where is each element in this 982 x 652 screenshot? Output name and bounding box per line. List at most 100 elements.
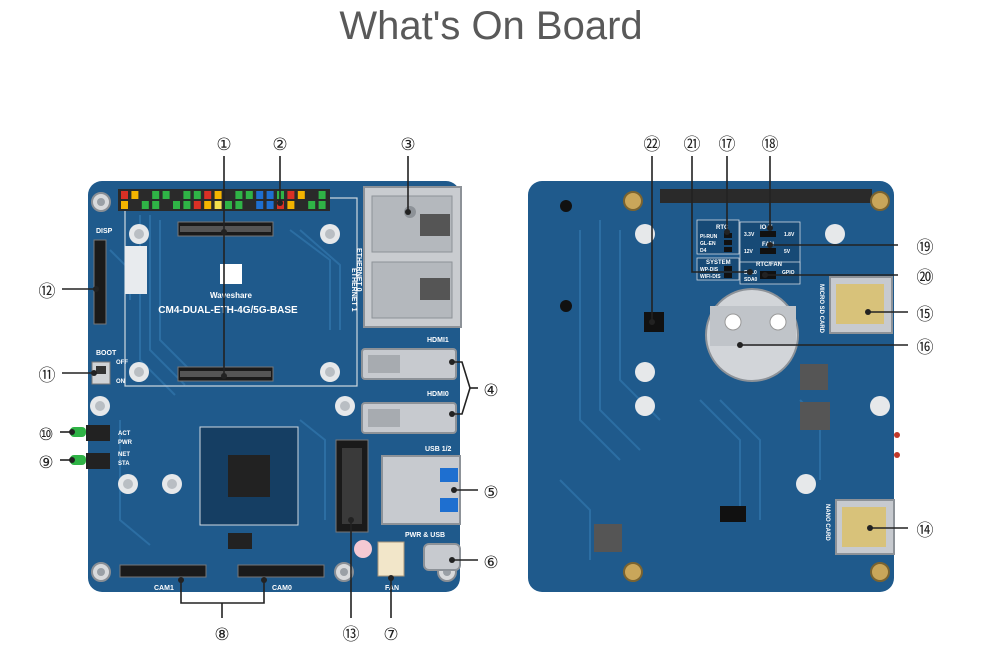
silk-nano-card: NANO CARD: [824, 504, 830, 541]
hdmi-ports: [361, 348, 457, 434]
silk-boot: BOOT: [96, 350, 117, 357]
silk-1v8: 1.8V: [784, 232, 795, 238]
gpio-pin: [266, 201, 274, 209]
gpio-pin: [162, 191, 170, 199]
waveshare-logo: [220, 264, 242, 284]
callout-13: ⑬: [343, 625, 360, 645]
status-leds: [70, 425, 110, 469]
cam0-connector: [237, 564, 325, 578]
gpio-pin: [225, 201, 232, 209]
silk-sda0: SDA0: [744, 277, 758, 283]
callout-6: ⑥: [483, 553, 498, 573]
gpio-pin: [235, 201, 243, 209]
gpio-pin: [256, 201, 264, 209]
silk-5v: 5V: [784, 249, 791, 255]
silk-rtc-fan: RTC/FAN: [756, 262, 782, 268]
silk-system: SYSTEM: [706, 260, 731, 266]
callout-3: ③: [400, 135, 415, 155]
silk-eth1: ETHERNET 1: [350, 268, 357, 312]
silk-io-v: IO-V: [760, 225, 772, 231]
callout-labels: ① ② ③ ④ ⑤ ⑥ ⑦ ⑧ ⑨ ⑩ ⑪ ⑫ ⑬ ⑭ ⑮ ⑯ ⑰ ⑱ ⑲ ⑳ …: [38, 135, 933, 645]
callout-dots: [69, 200, 873, 583]
gpio-pin: [308, 201, 316, 209]
callout-2: ②: [272, 135, 287, 155]
silk-eth0: ETHERNET 0: [355, 248, 362, 292]
gpio-pin: [173, 201, 180, 209]
callout-11: ⑪: [39, 366, 56, 386]
silk-brand: Waveshare: [210, 291, 253, 300]
gpio-pin: [297, 191, 305, 199]
gpio-pin: [308, 191, 316, 199]
silk-board-name: CM4-DUAL-ETH-4G/5G-BASE: [158, 305, 298, 316]
callout-15: ⑮: [917, 305, 934, 325]
gpio-pin: [204, 191, 212, 199]
gpio-pin: [193, 201, 201, 209]
gpio-pin: [287, 191, 295, 199]
callout-5: ⑤: [483, 483, 498, 503]
disp-connector: [93, 239, 107, 325]
silk-hdmi1: HDMI1: [427, 337, 449, 344]
back-board: RTC PI-RUN GL-EN D4 SYSTEM WP-DIS WIFI-D…: [528, 181, 900, 592]
inductor-3: [594, 524, 622, 552]
silk-gl-en: GL-EN: [700, 241, 716, 247]
silk-pwr-usb: PWR & USB: [405, 532, 445, 539]
callout-14: ⑭: [917, 521, 934, 541]
gpio-pin: [245, 201, 253, 209]
gpio-pin: [256, 191, 264, 199]
gpio-pin: [225, 191, 232, 199]
silk-micro-sd: MICRO SD CARD: [818, 284, 824, 334]
silk-hdmi0: HDMI0: [427, 391, 449, 398]
gpio-pin: [152, 201, 160, 209]
usb-c-port: [423, 543, 461, 571]
callout-18: ⑱: [762, 135, 779, 155]
gpio-pin: [318, 191, 326, 199]
silk-3v3: 3.3V: [744, 232, 755, 238]
gpio-pin: [121, 191, 128, 199]
label-block: [125, 246, 147, 294]
silk-act: ACT: [118, 431, 131, 437]
svg-text:W: W: [226, 270, 237, 282]
gpio-pin: [245, 191, 253, 199]
callout-4: ④: [483, 381, 498, 401]
silk-on: ON: [116, 379, 125, 385]
gpio-pin: [214, 191, 222, 199]
gpio-pin: [173, 191, 180, 199]
gpio-pin: [287, 201, 295, 209]
silk-pwr: PWR: [118, 440, 133, 446]
callout-9: ⑨: [38, 453, 53, 473]
callout-7: ⑦: [383, 625, 398, 645]
silk-off: OFF: [116, 360, 128, 366]
silk-gpio: GPIO: [782, 270, 795, 276]
callout-16: ⑯: [917, 338, 934, 358]
inductor-2: [800, 402, 830, 430]
silk-d4: D4: [700, 248, 707, 254]
gpio-pin: [141, 201, 149, 209]
callout-lines: [60, 156, 908, 618]
gpio-pin: [214, 201, 222, 209]
silk-rtc: RTC: [716, 225, 729, 231]
callout-8: ⑧: [214, 625, 229, 645]
main-chip: [228, 455, 270, 497]
callout-17: ⑰: [719, 135, 736, 155]
fan-connector: [377, 541, 405, 577]
silk-net: NET: [118, 452, 130, 458]
chip-back: [720, 506, 746, 522]
gpio-pin: [131, 191, 139, 199]
gpio-pin: [183, 191, 191, 199]
silk-wifi-dis: WIFI-DIS: [700, 274, 721, 280]
silk-wp-dis: WP-DIS: [700, 267, 719, 273]
silk-sta: STA: [118, 461, 130, 467]
gpio-pin: [193, 191, 201, 199]
front-mount-holes: [90, 192, 457, 582]
callout-22: ㉒: [644, 135, 661, 155]
silk-12v: 12V: [744, 249, 754, 255]
gpio-pin: [152, 191, 160, 199]
gpio-pin: [121, 201, 128, 209]
silk-pi-run: PI-RUN: [700, 234, 718, 240]
gpio-pin: [141, 191, 149, 199]
gpio-pin: [204, 201, 212, 209]
callout-20: ⑳: [917, 268, 934, 288]
gpio-pin: [183, 201, 191, 209]
callout-10: ⑩: [38, 425, 53, 445]
